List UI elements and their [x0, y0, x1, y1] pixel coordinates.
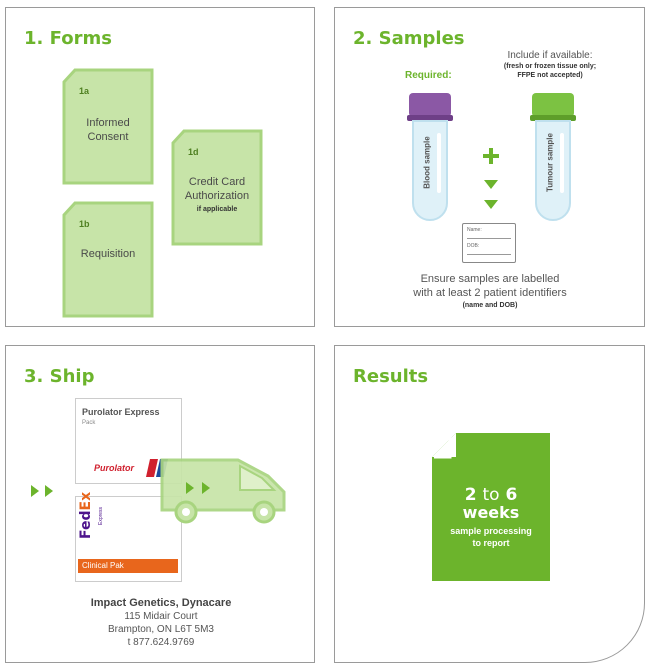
fedex-express-text: Express [98, 506, 104, 525]
fedex-pak-band: Clinical Pak [78, 559, 178, 573]
ship-panel: 3. Ship Purolator Express Pack Purolator… [5, 345, 315, 663]
blood-tube-icon [407, 93, 453, 221]
samples-title-text: Samples [378, 28, 465, 49]
include-heading: Include if available: [507, 50, 593, 61]
arrow-down-icon [484, 200, 498, 209]
label-divider [467, 254, 511, 255]
form-tag-1d: 1d [188, 147, 199, 157]
document-icon [62, 201, 154, 318]
ensure-line-2: with at least 2 patient identifiers [413, 287, 567, 299]
results-range-to: 6 [505, 485, 518, 505]
required-label: Required: [405, 70, 452, 81]
arrow-down-icon [484, 180, 498, 189]
address-phone: t 877.624.9769 [127, 637, 195, 648]
forms-panel: 1. Forms 1a Informed Consent 1b Requisit… [5, 7, 315, 327]
forms-title-text: Forms [49, 28, 112, 49]
address-city: Brampton, ON L6T 5M3 [108, 624, 214, 635]
samples-title: 2. Samples [353, 28, 465, 49]
document-icon [432, 433, 550, 581]
blood-tube-label: Blood sample [422, 136, 432, 189]
include-note-line-2: FFPE not accepted) [517, 72, 583, 79]
tumour-tube-label: Tumour sample [545, 133, 555, 192]
forms-number: 1. [24, 28, 44, 49]
results-range-from: 2 [464, 485, 477, 505]
fedex-pak-label: Clinical Pak [82, 561, 124, 570]
address-name: Impact Genetics, Dynacare [90, 597, 232, 609]
form-note-if-applicable: if applicable [196, 206, 238, 213]
fedex-logo: FedEx [78, 492, 94, 539]
purolator-pack-sub: Pack [82, 420, 96, 426]
purolator-pack-title: Purolator Express [82, 407, 160, 417]
results-panel: Results 2 to 6 weeks sample processing t… [334, 345, 645, 663]
results-desc-2: to report [472, 538, 510, 548]
ensure-line-1: Ensure samples are labelled [420, 273, 560, 285]
include-note-line-1: (fresh or frozen tissue only; [503, 63, 597, 70]
tumour-tube-icon [530, 93, 576, 221]
delivery-van-icon [160, 458, 286, 524]
label-dob-field: DOB: [467, 243, 480, 249]
informed-consent-form: 1a Informed Consent [61, 68, 155, 186]
ship-title-text: Ship [49, 366, 95, 387]
fedex-logo-ex: Ex [78, 491, 94, 511]
purolator-logo: Purolator [94, 463, 135, 473]
results-title: Results [353, 366, 429, 387]
ensure-line-3: (name and DOB) [462, 302, 518, 309]
requisition-form: 1b Requisition [61, 201, 155, 319]
results-desc-1: sample processing [450, 526, 532, 536]
document-icon [171, 129, 263, 246]
form-label-informed-consent: Informed Consent [86, 117, 130, 143]
sample-label-card: Name: DOB: [462, 223, 516, 263]
fedex-logo-fed: Fed [78, 510, 94, 539]
results-unit: weeks [462, 503, 520, 522]
plus-icon [483, 148, 499, 164]
ship-number: 3. [24, 366, 44, 387]
address-street: 115 Midair Court [124, 611, 198, 622]
form-label-requisition: Requisition [80, 248, 136, 260]
results-document: 2 to 6 weeks sample processing to report [430, 431, 552, 583]
results-range-to-word: to [482, 485, 500, 505]
document-icon [62, 68, 154, 185]
credit-card-authorization-form: 1d Credit Card Authorization if applicab… [170, 129, 264, 247]
form-tag-1b: 1b [79, 219, 90, 229]
label-divider [467, 238, 511, 239]
form-label-credit-card: Credit Card Authorization [184, 176, 250, 202]
form-tag-1a: 1a [79, 86, 90, 96]
samples-panel: 2. Samples Include if available: (fresh … [334, 7, 645, 327]
samples-number: 2. [353, 28, 373, 49]
label-name-field: Name: [467, 227, 482, 233]
double-arrow-icon [31, 485, 53, 497]
forms-title: 1. Forms [24, 28, 112, 49]
ship-title: 3. Ship [24, 366, 95, 387]
results-range: 2 to 6 [430, 485, 552, 505]
